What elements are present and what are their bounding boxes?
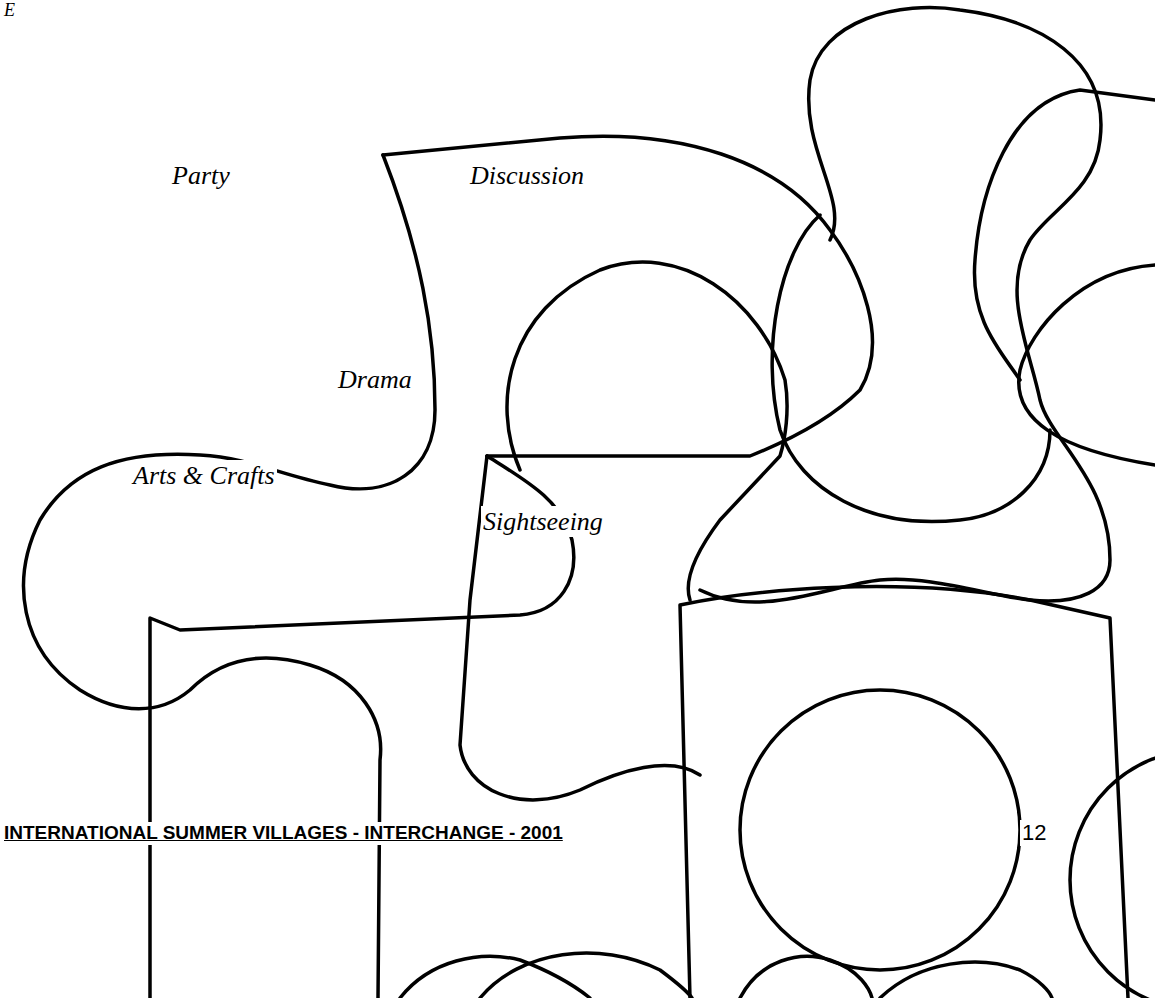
activity-label: Discussion — [468, 160, 586, 191]
puzzle-outline — [383, 136, 872, 456]
puzzle-outline — [740, 690, 1020, 970]
puzzle-outline — [480, 953, 692, 998]
activity-label: Party — [170, 160, 232, 191]
puzzle-outline — [772, 215, 1050, 522]
puzzle-outline — [1019, 265, 1155, 465]
puzzle-outline — [680, 587, 1128, 998]
page-footer: INTERNATIONAL SUMMER VILLAGES - INTERCHA… — [2, 822, 565, 845]
activity-label: Drama — [336, 364, 414, 395]
activity-label: Sightseeing — [481, 506, 605, 537]
puzzle-outline — [700, 8, 1110, 602]
puzzle-outline — [400, 956, 590, 998]
puzzle-outline — [24, 155, 435, 998]
puzzle-outline — [507, 262, 787, 600]
puzzle-outline — [460, 456, 700, 800]
puzzle-outline — [1070, 750, 1155, 998]
puzzle-outline — [150, 456, 574, 998]
puzzle-outline — [880, 962, 1052, 998]
activity-label: Arts & Crafts — [131, 460, 277, 491]
puzzle-outline — [740, 956, 872, 998]
page-fragment: E — [2, 0, 17, 22]
puzzle-outline — [974, 90, 1155, 380]
page-number: 12 — [1020, 820, 1048, 846]
